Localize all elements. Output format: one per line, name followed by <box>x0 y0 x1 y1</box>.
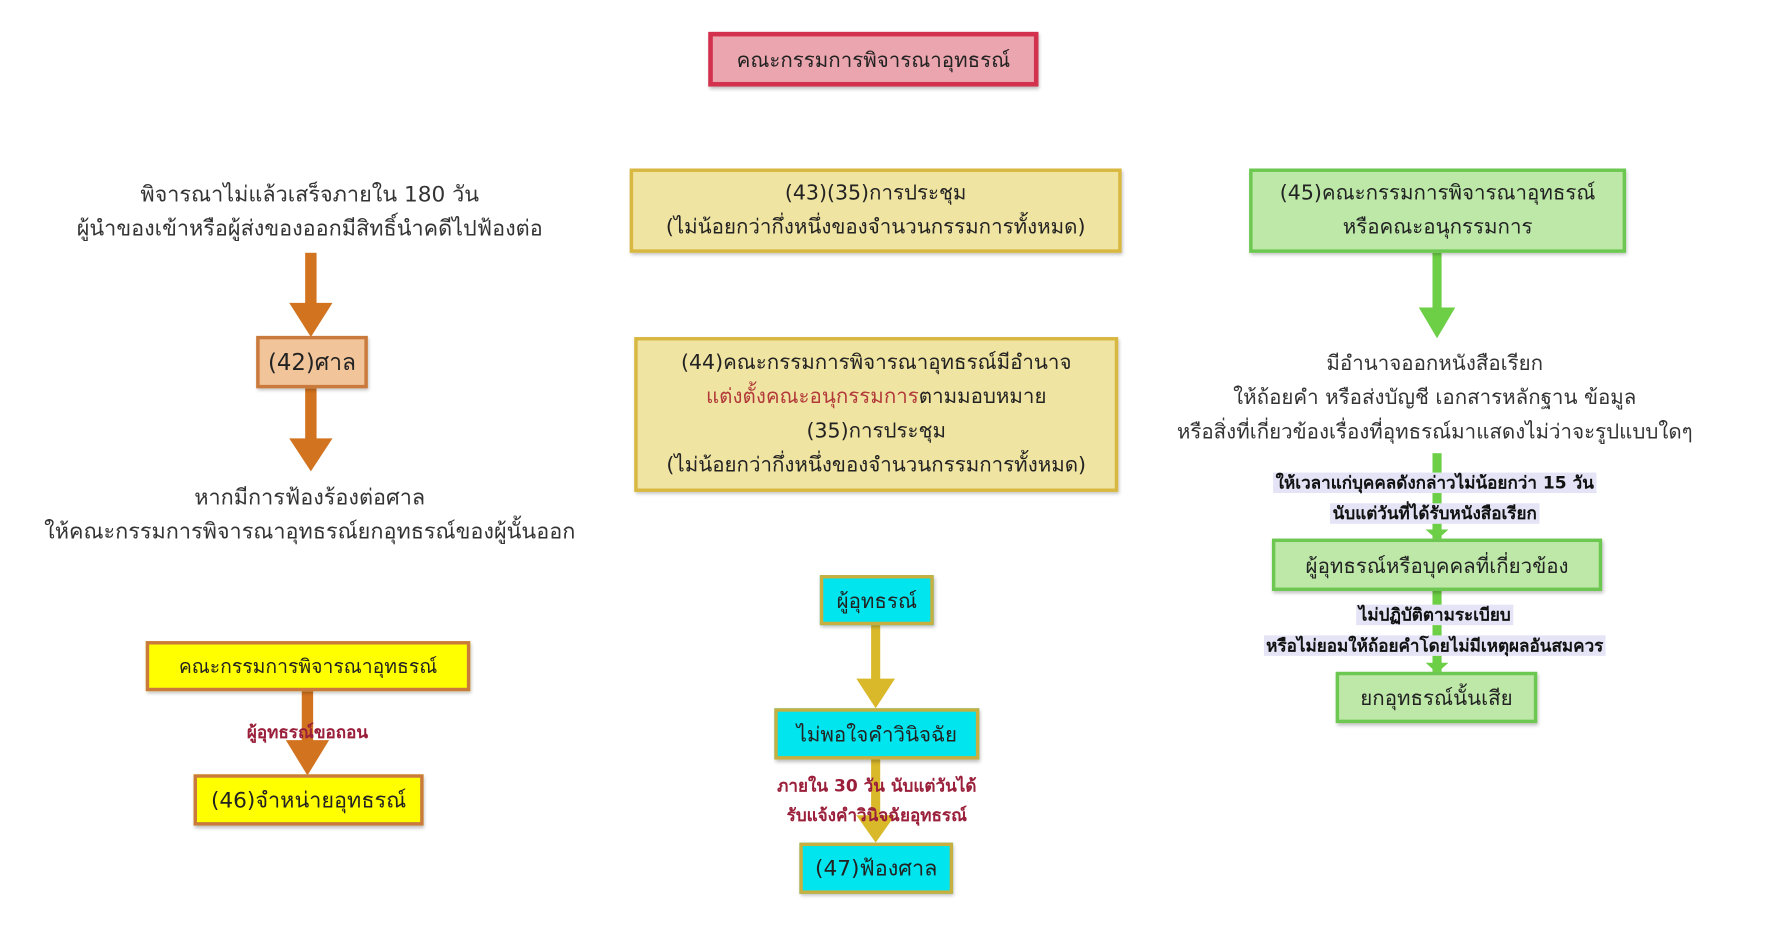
arrowhead-green-2 <box>1425 662 1449 673</box>
arrow-box45 <box>1418 252 1456 339</box>
noncompliance-label: ไม่ปฏิบัติตามระเบียบ หรือไม่ยอมให้ถ้อยคำ… <box>1184 600 1685 661</box>
arrow-withdraw <box>285 691 330 776</box>
arrow-dissatisfied <box>856 759 896 843</box>
arrow-appellant <box>856 625 896 709</box>
committee-box-45: (45)คณะกรรมการพิจารณาอุทธรณ์ หรือคณะอนุก… <box>1249 168 1627 253</box>
person-box: ผู้อุทธรณ์หรือบุคคลที่เกี่ยวข้อง <box>1271 538 1603 591</box>
dissatisfied-box: ไม่พอใจคำวินิจฉัย <box>774 708 980 760</box>
court-box: (42)ศาล <box>256 335 368 389</box>
connector-green-1 <box>1432 453 1442 539</box>
arrow-to-court <box>289 252 333 338</box>
highlight-subcommittee: แต่งตั้งคณะอนุกรรมการ <box>705 384 919 409</box>
appellant-box: ผู้อุทธรณ์ <box>819 575 934 626</box>
sue-court-box: (47)ฟ้องศาล <box>799 842 954 894</box>
left-top-text: พิจารณาไม่แล้วเสร็จภายใน 180 วัน ผู้นำขอ… <box>76 182 543 242</box>
arrowhead-green-1 <box>1425 529 1449 540</box>
arrow-from-court <box>289 388 333 472</box>
meeting-box-43: (43)(35)การประชุม (ไม่น้อยกว่ากึ่งหนึ่งข… <box>629 168 1122 253</box>
title-box: คณะกรรมการพิจารณาอุทธรณ์ <box>708 31 1039 87</box>
summons-power-text: มีอำนาจออกหนังสือเรียก ให้ถ้อยคำ หรือส่ง… <box>1176 351 1693 445</box>
subcommittee-box-44: (44)คณะกรรมการพิจารณาอุทธรณ์มีอำนาจ แต่ง… <box>634 337 1119 492</box>
connector-green-2 <box>1432 590 1442 673</box>
dispose-box: (46)จำหน่ายอุทธรณ์ <box>193 774 424 826</box>
withdraw-label: ผู้อุทธรณ์ขอถอน <box>246 721 369 743</box>
time-label: ให้เวลาแก่บุคคลดังกล่าวไม่น้อยกว่า 15 วั… <box>1207 468 1662 529</box>
deadline-label: ภายใน 30 วัน นับแต่วันได้ รับแจ้งคำวินิจ… <box>777 775 977 826</box>
left-bottom-text: หากมีการฟ้องร้องต่อศาล ให้คณะกรรมการพิจา… <box>44 485 576 545</box>
dismiss-box: ยกอุทธรณ์นั้นเสีย <box>1335 671 1538 724</box>
committee-box: คณะกรรมการพิจารณาอุทธรณ์ <box>145 641 471 692</box>
